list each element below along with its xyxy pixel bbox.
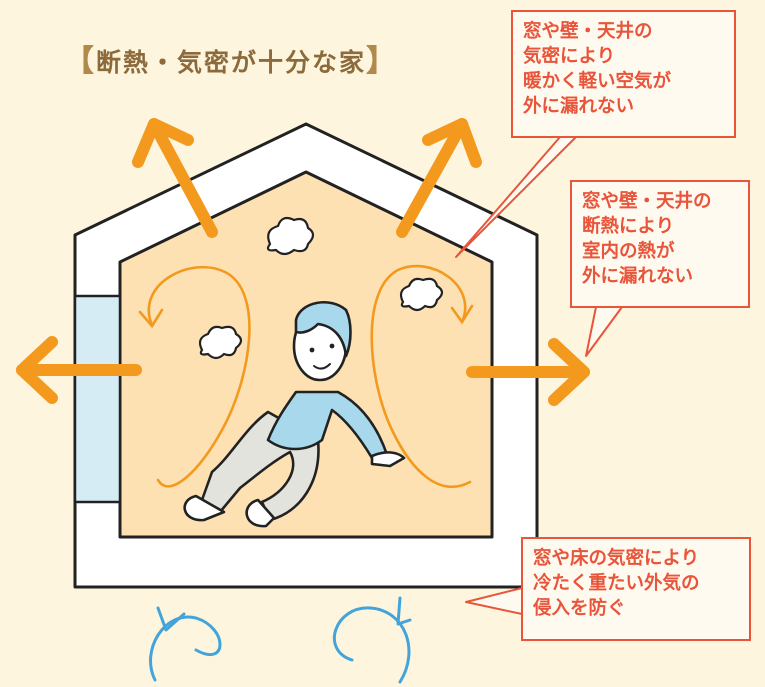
cold-air-arrow-left <box>149 615 222 682</box>
heat-arrow-up-right-head <box>422 118 482 168</box>
person-foot <box>183 494 226 522</box>
callout-line: 侵入を防ぐ <box>533 598 626 619</box>
person <box>183 301 406 528</box>
circulation-arrowhead <box>138 308 164 329</box>
person-hand <box>370 451 406 468</box>
callout-line: 外に漏れない <box>582 266 694 287</box>
warm-air-puff <box>399 277 444 312</box>
title-text: 断熱・気密が十分な家 <box>96 48 367 77</box>
person-torso <box>266 390 388 460</box>
circulation-arrowhead <box>450 304 474 325</box>
callout-insulation: 窓や壁・天井の 断熱により 室内の熱が 外に漏れない <box>570 180 750 308</box>
person-hair <box>294 301 352 358</box>
person-foot <box>245 498 276 528</box>
heat-arrow-right-head <box>548 338 590 406</box>
callout-line: 室内の熱が <box>582 241 675 262</box>
title-bracket-open: 【 <box>64 44 96 79</box>
window <box>73 294 122 504</box>
callout-line: 窓や壁・天井の <box>582 191 712 212</box>
title-bracket-close: 】 <box>366 44 399 79</box>
warm-air-puff <box>266 216 315 256</box>
callout-pointer <box>465 587 523 615</box>
heat-arrow-up-right <box>396 118 468 238</box>
callout-line: 断熱により <box>582 216 675 237</box>
heat-arrow-up-left-head <box>132 118 194 168</box>
callout-line: 外に漏れない <box>523 96 635 117</box>
cold-air-arrowhead <box>396 596 412 626</box>
circulation-loop-right <box>370 264 472 489</box>
warm-air-puff <box>198 325 243 360</box>
callout-line: 気密により <box>523 46 616 67</box>
callout-line: 暖かく軽い空気が <box>523 71 672 92</box>
cold-air-arrowhead <box>156 606 186 632</box>
cold-air-arrow-right <box>332 606 411 684</box>
circulation-loop-left <box>147 265 251 488</box>
heat-arrow-left-head <box>16 336 58 404</box>
heat-arrow-up-left <box>148 118 218 238</box>
callout-pointer <box>585 306 623 357</box>
callout-line: 冷たく重たい外気の <box>533 573 700 594</box>
diagram-title: 【断熱・気密が十分な家】 <box>64 36 398 80</box>
callout-air-tightness-floor: 窓や床の気密により 冷たく重たい外気の 侵入を防ぐ <box>521 537 751 641</box>
callout-air-tightness-walls: 窓や壁・天井の 気密により 暖かく軽い空気が 外に漏れない <box>511 10 736 138</box>
callout-line: 窓や壁・天井の <box>523 21 653 42</box>
callout-line: 窓や床の気密により <box>533 548 700 569</box>
